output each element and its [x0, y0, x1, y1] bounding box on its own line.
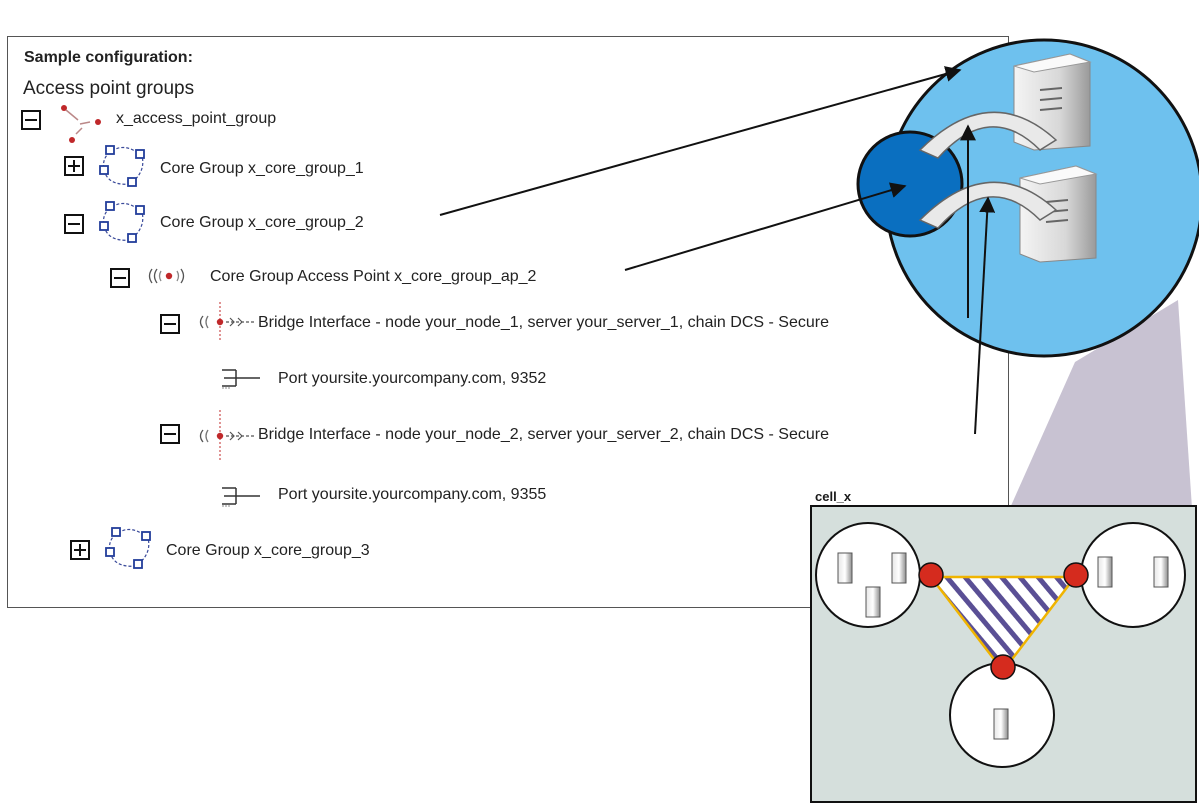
expand-toggle-core-group-3[interactable] [70, 540, 90, 560]
core-group-icon [99, 201, 145, 243]
expand-toggle-core-group-1[interactable] [64, 156, 84, 176]
arrow-core-group-2 [439, 66, 962, 216]
bridge-arc-bottom [918, 181, 1058, 229]
port-icon [222, 369, 260, 389]
core-group-icon [99, 145, 145, 187]
collapse-toggle-core-group-2[interactable] [64, 214, 84, 234]
bridge-interface-2-label[interactable]: Bridge Interface - node your_node_2, ser… [258, 426, 829, 443]
cell-label: cell_x [815, 489, 852, 504]
collapse-toggle-access-point[interactable] [110, 268, 130, 288]
arrow-bridge-2 [974, 196, 996, 435]
access-point-label[interactable]: Core Group Access Point x_core_group_ap_… [210, 268, 537, 285]
access-point-group-icon [61, 105, 101, 143]
access-point-groups-heading: Access point groups [23, 78, 195, 99]
bridge-interface-1-label[interactable]: Bridge Interface - node your_node_1, ser… [258, 314, 829, 331]
port-1-label[interactable]: Port yoursite.yourcompany.com, 9352 [278, 370, 547, 387]
core-group-1-label[interactable]: Core Group x_core_group_1 [160, 160, 364, 177]
bridge-interface-icon [199, 410, 254, 462]
collapse-toggle-bridge-1[interactable] [160, 314, 180, 334]
core-group-3-label[interactable]: Core Group x_core_group_3 [166, 542, 370, 559]
collapse-toggle-bridge-2[interactable] [160, 424, 180, 444]
server-icon [1019, 165, 1098, 263]
arrow-access-point [624, 182, 907, 271]
access-point-group-label[interactable]: x_access_point_group [116, 110, 277, 127]
port-2-label[interactable]: Port yoursite.yourcompany.com, 9355 [278, 486, 547, 503]
core-group-2-label[interactable]: Core Group x_core_group_2 [160, 214, 364, 231]
bridge-interface-icon [199, 302, 254, 342]
collapse-toggle-access-point-group[interactable] [21, 110, 41, 130]
access-point-icon [148, 268, 185, 284]
core-group-icon [105, 527, 151, 569]
sample-configuration-heading: Sample configuration: [24, 49, 193, 66]
port-icon [222, 487, 260, 507]
cell-diagram [810, 505, 1197, 803]
